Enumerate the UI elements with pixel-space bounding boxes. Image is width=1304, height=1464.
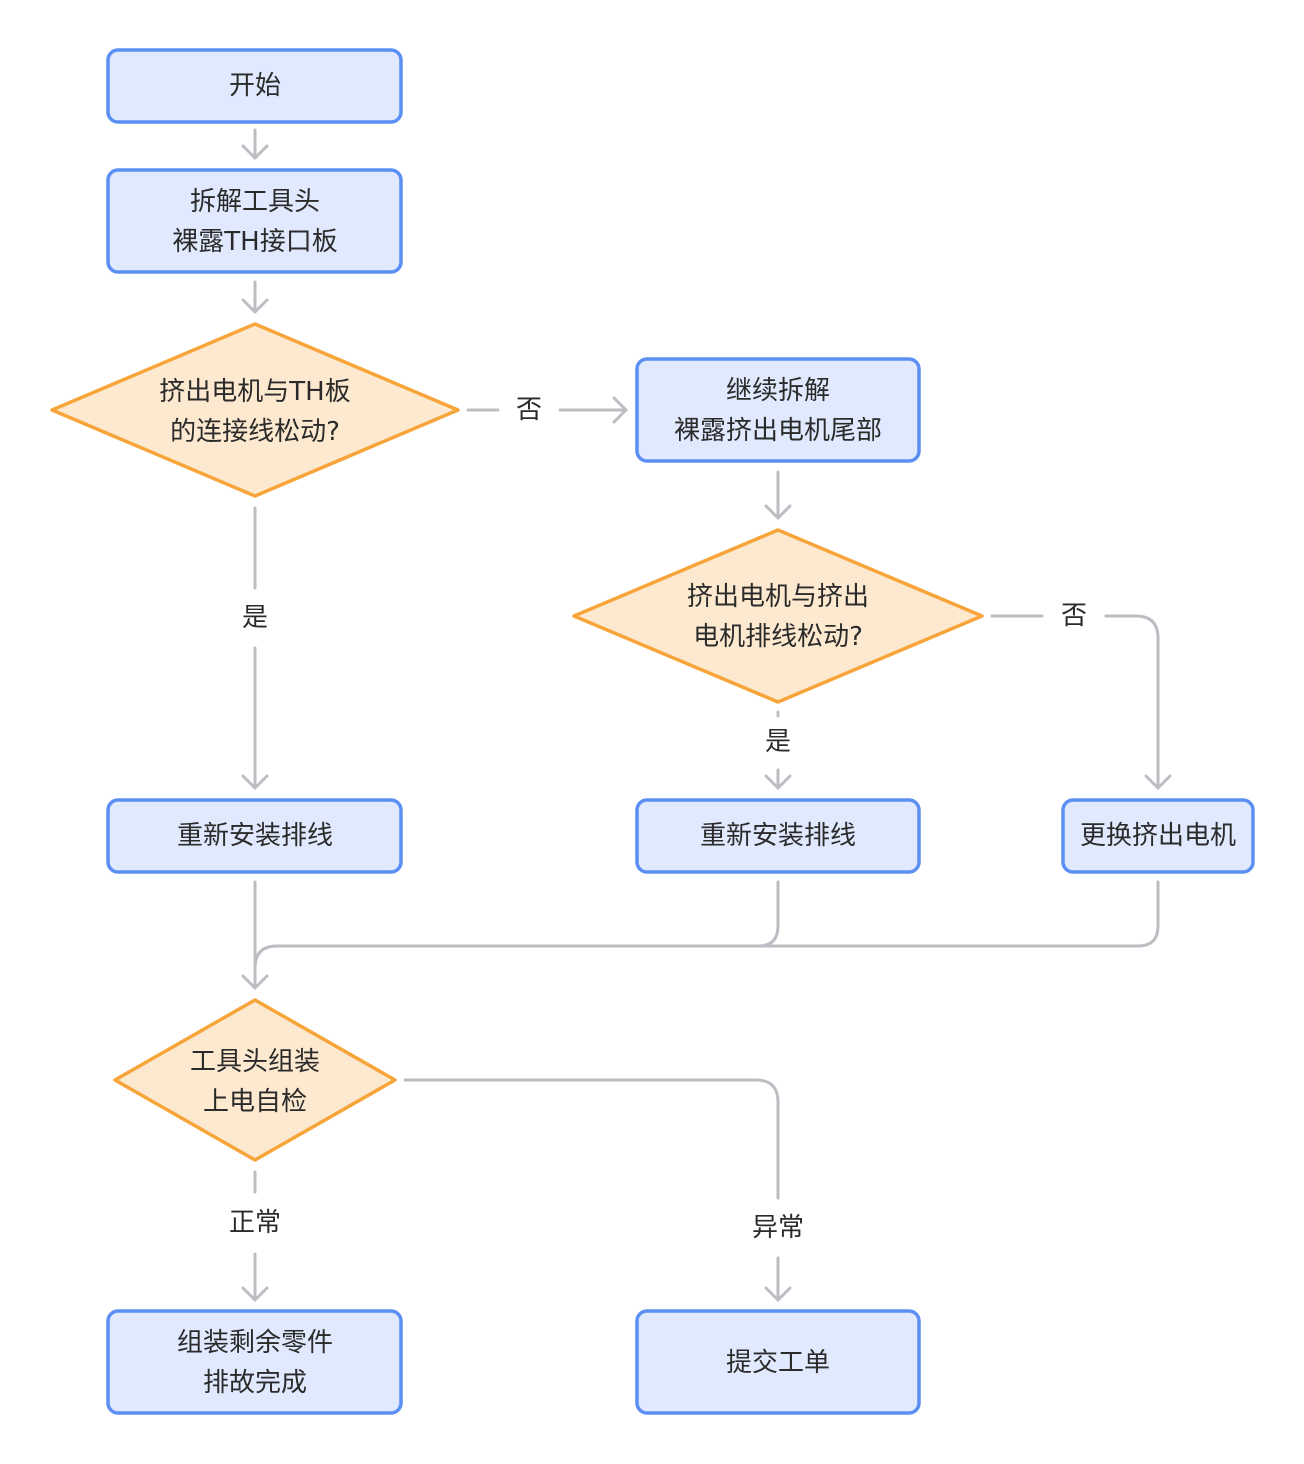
node-label: 排故完成 bbox=[203, 1368, 307, 1398]
edge-label-normal: 正常 bbox=[229, 1208, 281, 1238]
node-check-motor-cable: 挤出电机与挤出 电机排线松动? bbox=[572, 528, 984, 704]
arrowhead bbox=[241, 298, 269, 314]
arrowhead bbox=[241, 774, 269, 790]
node-label: 继续拆解 bbox=[726, 376, 830, 406]
node-assemble-check: 工具头组装 上电自检 bbox=[113, 998, 397, 1162]
arrowhead bbox=[241, 144, 269, 160]
arrowhead bbox=[764, 504, 792, 520]
node-label: 挤出电机与TH板 bbox=[159, 377, 350, 407]
node-label: 裸露挤出电机尾部 bbox=[674, 416, 882, 446]
edge-label-abnormal: 异常 bbox=[752, 1213, 804, 1243]
edges bbox=[241, 128, 1172, 1302]
node-label: 工具头组装 bbox=[190, 1047, 320, 1077]
node-finish: 组装剩余零件 排故完成 bbox=[106, 1309, 403, 1415]
node-label: 开始 bbox=[229, 71, 281, 101]
edge-check-motor-replace-2 bbox=[1104, 614, 1160, 790]
edge-label-yes: 是 bbox=[765, 727, 791, 757]
node-label: 拆解工具头 bbox=[190, 187, 320, 217]
node-label: 上电自检 bbox=[203, 1087, 307, 1117]
node-reinstall-2: 重新安装排线 bbox=[635, 798, 921, 874]
edge-replace-merge bbox=[756, 880, 1160, 948]
arrowhead bbox=[612, 396, 628, 424]
arrowhead bbox=[1144, 774, 1172, 790]
node-label: 挤出电机与挤出 bbox=[687, 582, 869, 612]
arrowhead bbox=[241, 1286, 269, 1302]
edge-assemble-ticket bbox=[403, 1078, 780, 1200]
edge-label-no: 否 bbox=[1061, 601, 1087, 631]
node-check-th: 挤出电机与TH板 的连接线松动? bbox=[50, 322, 460, 498]
node-label: 组装剩余零件 bbox=[177, 1328, 333, 1358]
node-label: 的连接线松动? bbox=[170, 417, 340, 447]
node-label: 重新安装排线 bbox=[177, 821, 333, 851]
node-disassemble: 拆解工具头 裸露TH接口板 bbox=[106, 168, 403, 274]
node-reinstall-1: 重新安装排线 bbox=[106, 798, 403, 874]
node-continue-disassemble: 继续拆解 裸露挤出电机尾部 bbox=[635, 357, 921, 463]
node-ticket: 提交工单 bbox=[635, 1309, 921, 1415]
node-label: 重新安装排线 bbox=[700, 821, 856, 851]
edge-label-yes: 是 bbox=[242, 603, 268, 633]
edge-labels: 否 是 否 是 正常 异常 bbox=[229, 395, 1087, 1243]
edge-reinstall-2-merge bbox=[253, 880, 780, 970]
node-replace-motor: 更换挤出电机 bbox=[1061, 798, 1255, 874]
node-label: 电机排线松动? bbox=[693, 622, 863, 652]
node-start: 开始 bbox=[106, 48, 403, 124]
arrowhead bbox=[764, 774, 792, 790]
arrowhead bbox=[764, 1286, 792, 1302]
node-label: 提交工单 bbox=[726, 1348, 830, 1378]
edge-label-no: 否 bbox=[516, 395, 542, 425]
arrowhead bbox=[241, 974, 269, 990]
node-label: 更换挤出电机 bbox=[1080, 821, 1236, 851]
node-label: 裸露TH接口板 bbox=[172, 227, 337, 257]
